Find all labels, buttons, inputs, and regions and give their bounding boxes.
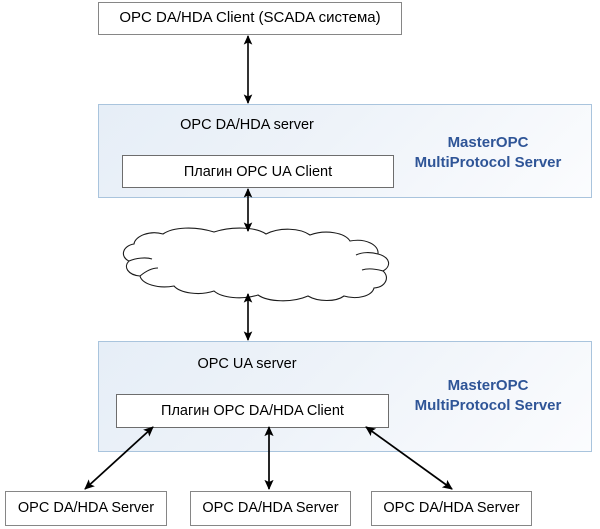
opc-da-hda-server-label-1: OPC DA/HDA Server — [17, 499, 155, 516]
opc-da-hda-client-label: OPC DA/HDA Client (SCADA система) — [119, 9, 381, 27]
masteropc-panel-top[interactable]: OPC DA/HDA server MasterOPC MultiProtoco… — [98, 104, 592, 198]
network-label-intranet: Intranet — [226, 265, 280, 282]
panel-bottom-brand-line2: MultiProtocol Server — [414, 396, 562, 414]
opc-da-hda-server-box-1[interactable]: OPC DA/HDA Server — [5, 491, 167, 526]
network-cloud-label: Internet Intranet — [128, 242, 378, 284]
panel-bottom-brand-line1: MasterOPC — [447, 377, 529, 394]
opc-da-hda-server-box-3[interactable]: OPC DA/HDA Server — [371, 491, 532, 526]
opc-da-hda-server-label-2: OPC DA/HDA Server — [202, 499, 339, 516]
opc-da-hda-server-label-3: OPC DA/HDA Server — [383, 499, 520, 516]
plugin-opc-da-hda-client-label: Плагин OPC DA/HDA Client — [161, 403, 344, 419]
panel-bottom-brand: MasterOPC MultiProtocol Server — [393, 376, 583, 416]
panel-top-brand: MasterOPC MultiProtocol Server — [393, 133, 583, 173]
panel-bottom-heading: OPC UA server — [197, 356, 297, 372]
opc-da-hda-server-box-2[interactable]: OPC DA/HDA Server — [190, 491, 351, 526]
network-label-internet: Internet — [226, 244, 280, 260]
plugin-opc-ua-client-box[interactable]: Плагин OPC UA Client — [122, 155, 394, 188]
plugin-opc-ua-client-label: Плагин OPC UA Client — [183, 163, 333, 180]
opc-da-hda-client-box[interactable]: OPC DA/HDA Client (SCADA система) — [98, 2, 402, 35]
panel-top-brand-line2: MultiProtocol Server — [414, 153, 562, 171]
panel-top-brand-line1: MasterOPC — [447, 134, 529, 151]
panel-top-heading: OPC DA/HDA server — [180, 117, 314, 133]
plugin-opc-da-hda-client-box[interactable]: Плагин OPC DA/HDA Client — [116, 394, 389, 428]
masteropc-panel-bottom[interactable]: OPC UA server MasterOPC MultiProtocol Se… — [98, 341, 592, 452]
